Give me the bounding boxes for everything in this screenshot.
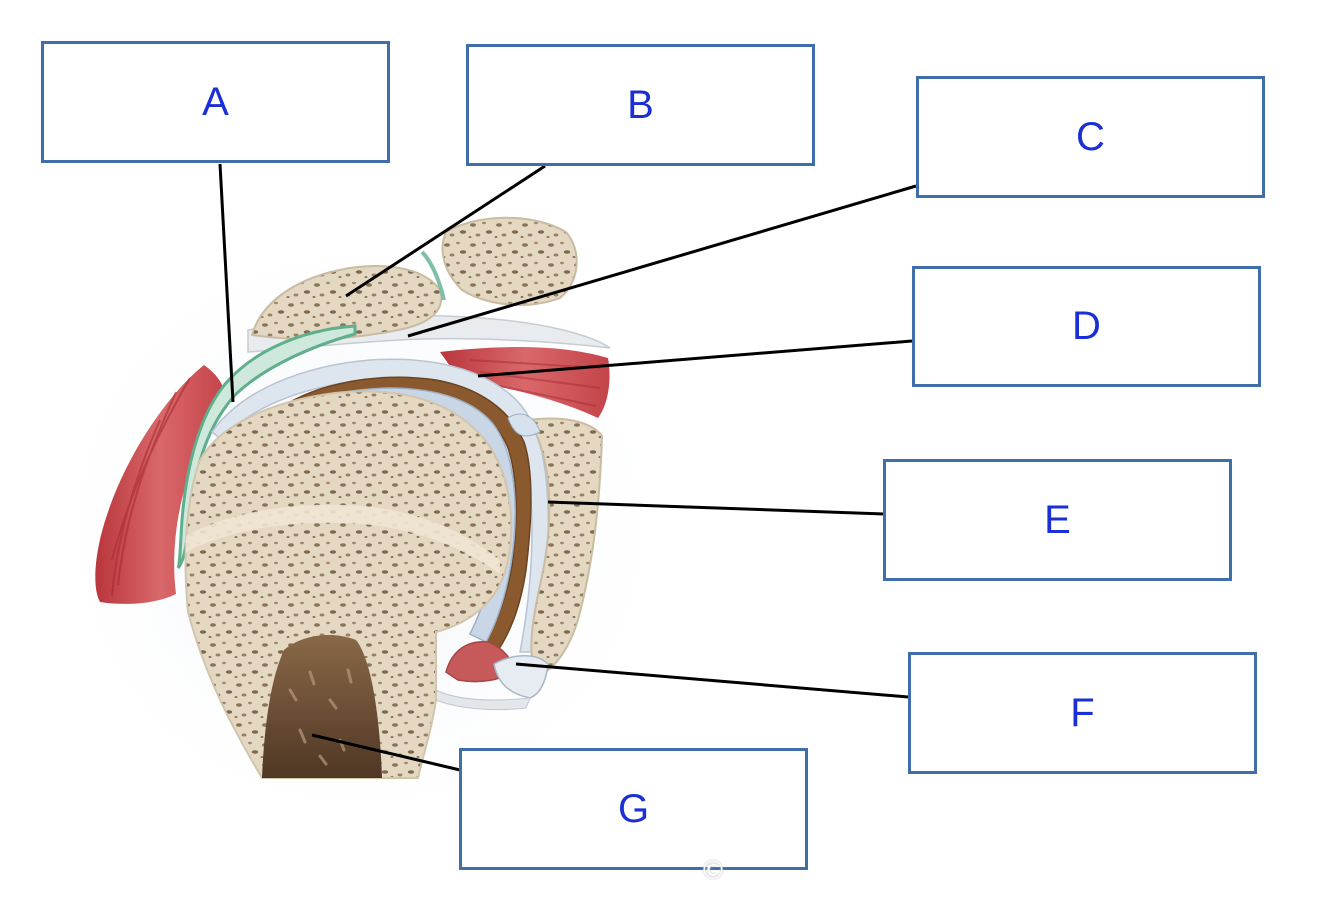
leader-line-e xyxy=(547,500,885,516)
label-box-e[interactable]: E xyxy=(883,459,1232,581)
leader-lines xyxy=(218,163,917,772)
leader-line-f xyxy=(515,662,909,699)
label-box-g[interactable]: G xyxy=(459,748,808,870)
leader-line-d xyxy=(477,339,913,378)
glenoid-labrum-upper xyxy=(507,413,541,437)
humerus-bone xyxy=(184,390,513,779)
leader-line-a xyxy=(218,163,235,403)
label-box-c[interactable]: C xyxy=(916,76,1265,198)
label-box-d[interactable]: D xyxy=(912,266,1261,387)
label-d: D xyxy=(1072,304,1101,348)
joint-capsule-lower xyxy=(435,689,531,711)
clavicle-bone xyxy=(441,216,578,306)
label-box-a[interactable]: A xyxy=(41,41,390,163)
label-e: E xyxy=(1044,497,1071,542)
leader-line-b xyxy=(345,164,546,298)
label-c: C xyxy=(1076,114,1105,159)
leader-line-g xyxy=(311,733,461,772)
acromioclavicular-joint xyxy=(420,250,446,301)
epiphyseal-line xyxy=(186,504,500,574)
copyright-mark: © xyxy=(700,856,726,886)
subacromial-bursa xyxy=(176,324,357,570)
leader-line-c xyxy=(407,184,917,338)
medullary-cavity xyxy=(262,635,382,778)
deltoid-muscle xyxy=(95,365,225,604)
label-box-b[interactable]: B xyxy=(466,44,815,166)
label-g: G xyxy=(617,786,650,831)
label-f: F xyxy=(1070,690,1095,735)
label-a: A xyxy=(202,79,229,124)
label-box-f[interactable]: F xyxy=(908,652,1257,774)
label-b: B xyxy=(627,82,654,127)
